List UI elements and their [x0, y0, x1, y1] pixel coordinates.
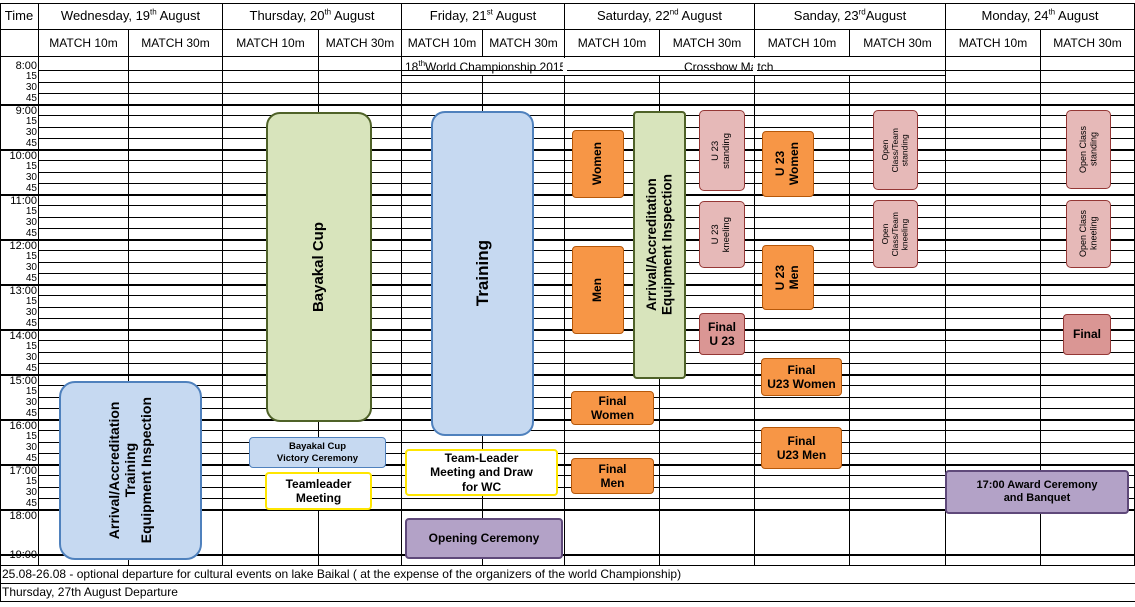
time-label: 13:00: [9, 285, 37, 297]
event-teamleader-meeting: Teamleader Meeting: [265, 472, 372, 510]
time-label: 8:00: [15, 60, 37, 72]
time-label: 30: [25, 307, 37, 318]
event-award-ceremony: 17:00 Award Ceremony and Banquet: [945, 470, 1129, 514]
event-open-class-kneeling: Open Class kneeling: [1066, 200, 1111, 268]
championship-subtitle: Crossbow Match: [684, 60, 774, 74]
time-label: 16:00: [9, 420, 37, 432]
event-open-class-standing: Open Class standing: [1066, 110, 1111, 189]
event-u23-women: U 23 Women: [762, 131, 814, 197]
time-label: 45: [25, 453, 37, 464]
time-label: 45: [25, 273, 37, 284]
event-u23-men: U 23 Men: [762, 245, 814, 310]
time-label: 45: [25, 408, 37, 419]
match-10m-header: MATCH 10m: [577, 36, 647, 50]
time-label: 15: [25, 206, 37, 217]
time-label: 15: [25, 431, 37, 442]
event-bayakal-cup: Bayakal Cup: [266, 112, 372, 422]
time-label: 15: [25, 161, 37, 172]
event-teamleader-draw: Team-Leader Meeting and Draw for WC: [405, 449, 558, 496]
time-label: 14:00: [9, 330, 37, 342]
event-final-u23: Final U 23: [699, 313, 745, 355]
time-label: 30: [25, 442, 37, 453]
event-final-men: Final Men: [571, 458, 654, 494]
time-label: 17:00: [9, 465, 37, 477]
match-30m-header: MATCH 30m: [141, 36, 210, 50]
time-label: 18:00: [9, 510, 37, 522]
time-label: 30: [25, 262, 37, 273]
time-label: 45: [25, 183, 37, 194]
time-label: 15: [25, 296, 37, 307]
event-men-saturday: Men: [572, 246, 624, 334]
time-label: 15: [25, 476, 37, 487]
match-30m-header: MATCH 30m: [325, 36, 395, 50]
event-bayakal-victory: Bayakal Cup Victory Ceremony: [249, 437, 386, 468]
time-label: 12:00: [9, 240, 37, 252]
day-header-saturday: Saturday, 22nd August: [596, 7, 723, 23]
time-label: 45: [25, 138, 37, 149]
time-label: 15: [25, 71, 37, 82]
event-final-women: Final Women: [571, 391, 654, 425]
time-header: Time: [4, 8, 34, 23]
event-opening-ceremony: Opening Ceremony: [405, 518, 563, 559]
time-label: 9:00: [15, 105, 37, 117]
time-label: 30: [25, 172, 37, 183]
time-label: 45: [25, 228, 37, 239]
time-label: 45: [25, 318, 37, 329]
time-label: 30: [25, 487, 37, 498]
event-final-monday: Final: [1063, 314, 1111, 355]
time-label: 30: [25, 352, 37, 363]
day-header-sunday: Sanday, 23rdAugust: [793, 7, 907, 23]
match-30m-header: MATCH 30m: [672, 36, 742, 50]
day-header-monday: Monday, 24th August: [981, 7, 1099, 23]
time-label: 30: [25, 217, 37, 228]
match-10m-header: MATCH 10m: [49, 36, 118, 50]
match-10m-header: MATCH 10m: [236, 36, 305, 50]
match-30m-header: MATCH 30m: [489, 36, 558, 50]
match-10m-header: MATCH 10m: [407, 36, 477, 50]
time-label: 45: [25, 363, 37, 374]
time-label: 15: [25, 386, 37, 397]
footer-note: 25.08-26.08 - optional departure for cul…: [2, 567, 682, 581]
day-header-friday: Friday, 21st August: [429, 7, 537, 23]
time-label: 45: [25, 93, 37, 104]
departure-note: Thursday, 27th August Departure: [2, 585, 178, 599]
time-label: 19:00: [9, 549, 37, 561]
day-header-wednesday: Wednesday, 19th August: [60, 7, 201, 23]
event-u23-standing: U 23 standing: [699, 110, 745, 191]
event-u23-kneeling: U 23 kneeling: [699, 201, 745, 268]
time-label: 30: [25, 397, 37, 408]
time-label: 15: [25, 251, 37, 262]
event-final-u23-women: Final U23 Women: [761, 358, 842, 396]
event-open-team-standing: Open Class/Team standing: [873, 110, 918, 190]
event-arrival-saturday: Arrival/Accreditation Equipment Inspecti…: [633, 111, 686, 379]
event-arrival-wednesday: Arrival/Accreditation Training Equipment…: [59, 381, 202, 560]
day-header-thursday: Thursday, 20th August: [249, 7, 375, 23]
time-label: 15: [25, 341, 37, 352]
time-label: 45: [25, 498, 37, 509]
time-label: 30: [25, 82, 37, 93]
event-open-team-kneeling: Open Class/Team kneeling: [873, 200, 918, 268]
time-label: 15:00: [9, 375, 37, 387]
match-10m-header: MATCH 10m: [767, 36, 837, 50]
event-women-saturday: Women: [572, 130, 624, 198]
time-label: 10:00: [9, 150, 37, 162]
event-final-u23-men: Final U23 Men: [761, 427, 842, 469]
time-label: 11:00: [10, 195, 37, 207]
event-training-friday: Training: [431, 111, 534, 436]
match-30m-header: MATCH 30m: [863, 36, 932, 50]
time-label: 30: [25, 127, 37, 138]
championship-title: 18thWorld Championship 2015: [405, 59, 567, 75]
match-30m-header: MATCH 30m: [1053, 36, 1122, 50]
time-label: 15: [25, 116, 37, 127]
match-10m-header: MATCH 10m: [958, 36, 1028, 50]
